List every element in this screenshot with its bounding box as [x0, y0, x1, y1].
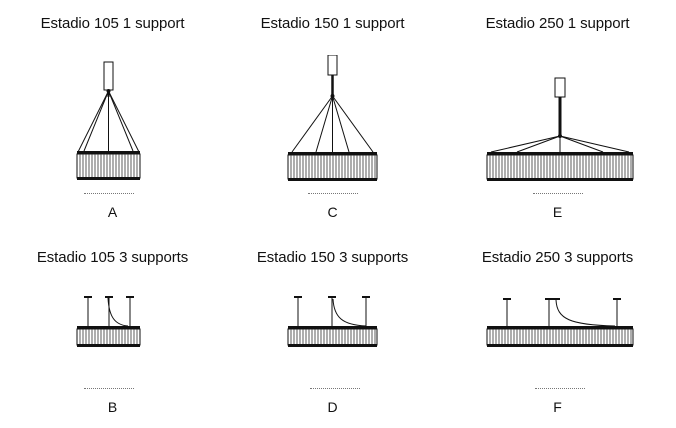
- item-letter: C: [327, 204, 338, 220]
- drum-shade: [287, 152, 378, 181]
- item-letter: F: [553, 399, 562, 415]
- drum-shade: [486, 152, 634, 181]
- dotted-separator: [84, 388, 134, 389]
- item-title: Estadio 105 3 supports: [36, 249, 189, 266]
- pendant-drawing-three-supports: [76, 296, 141, 347]
- item-title: Estadio 150 1 support: [260, 15, 405, 32]
- item-title: Estadio 250 3 supports: [481, 249, 634, 266]
- dotted-separator: [533, 193, 583, 194]
- pendant-drawing-single-support: [287, 55, 378, 181]
- item-estadio-250-3-supports: Estadio 250 3 supports F: [445, 240, 670, 428]
- pendant-drawing-three-supports: [287, 296, 378, 347]
- item-estadio-105-1-support: Estadio 105 1 support A: [0, 0, 225, 225]
- item-title: Estadio 150 3 supports: [256, 249, 409, 266]
- item-letter: D: [327, 399, 338, 415]
- drum-shade: [486, 326, 634, 347]
- item-letter: A: [107, 204, 118, 220]
- item-letter: E: [552, 204, 563, 220]
- item-estadio-105-3-supports: Estadio 105 3 supports B: [0, 240, 225, 428]
- drum-shade: [287, 326, 378, 347]
- item-estadio-150-1-support: Estadio 150 1 support C: [220, 0, 445, 225]
- dotted-separator: [84, 193, 134, 194]
- dotted-separator: [308, 193, 358, 194]
- pendant-drawing-single-support: [486, 77, 634, 181]
- item-estadio-250-1-support: Estadio 250 1 support E: [445, 0, 670, 225]
- item-estadio-150-3-supports: Estadio 150 3 supports D: [220, 240, 445, 428]
- dotted-separator: [310, 388, 360, 389]
- item-letter: B: [107, 399, 118, 415]
- drum-shade: [76, 151, 141, 180]
- item-title: Estadio 105 1 support: [40, 15, 185, 32]
- dotted-separator: [535, 388, 585, 389]
- pendant-drawing-three-supports: [486, 298, 634, 347]
- item-title: Estadio 250 1 support: [485, 15, 630, 32]
- drum-shade: [76, 326, 141, 347]
- pendant-drawing-single-support: [76, 61, 141, 180]
